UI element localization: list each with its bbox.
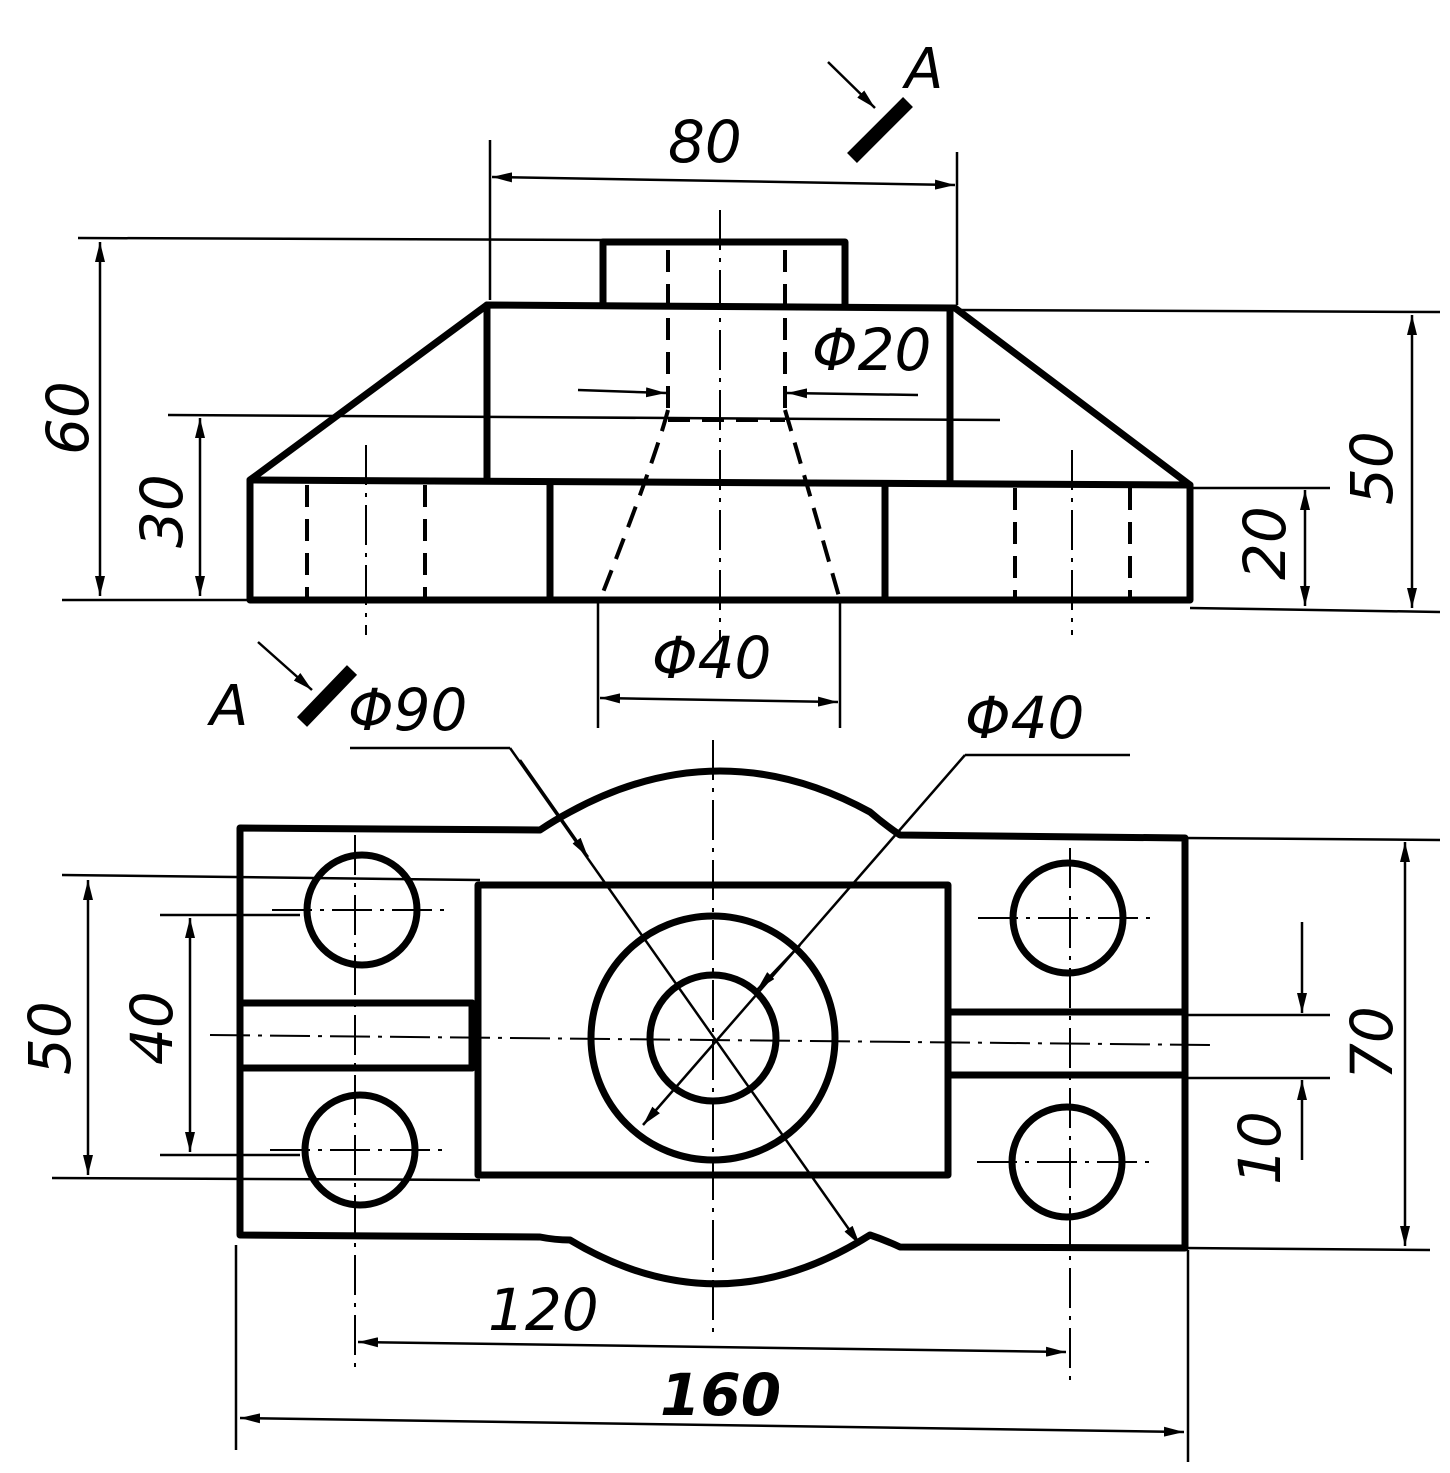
dim-line-phi20-right xyxy=(786,388,919,399)
dim-30: 30 xyxy=(128,474,196,548)
dim-line-phi20-left xyxy=(577,387,667,398)
dim-phi90: Φ90 xyxy=(348,676,467,744)
dim-phi40-top: Φ40 xyxy=(965,684,1084,752)
hidden-cone-left xyxy=(598,409,670,601)
dim-60: 60 xyxy=(34,381,102,455)
leader-phi90-arrow xyxy=(518,759,590,858)
section-arrow-lower xyxy=(257,641,313,691)
dim-50-front: 50 xyxy=(1338,431,1406,505)
top-cylinder xyxy=(599,238,849,309)
dim-80: 80 xyxy=(668,108,742,176)
hidden-cone-right xyxy=(783,409,842,601)
dimension-labels: 80 60 30 50 20 Φ20 Φ40 Φ90 Φ40 50 40 70 … xyxy=(16,37,1406,1429)
top-view xyxy=(51,641,1441,1462)
ext-30-top xyxy=(167,413,1001,422)
dim-120: 120 xyxy=(488,1276,599,1344)
section-label-lower: A xyxy=(207,674,248,739)
ext-70-upper xyxy=(1184,836,1441,842)
top-horizontal-axis xyxy=(209,1034,1211,1046)
dim-line-80 xyxy=(491,172,956,190)
ext-top xyxy=(77,236,604,242)
dim-line-120 xyxy=(357,1337,1067,1357)
dim-line-160 xyxy=(239,1413,1185,1437)
front-view xyxy=(62,61,1441,728)
dim-160: 160 xyxy=(660,1361,781,1429)
section-cut-upper xyxy=(847,97,913,163)
ext-50-top-upper xyxy=(61,873,481,882)
ext-70-lower xyxy=(1184,1246,1431,1252)
top-view-outline xyxy=(236,767,1189,1288)
section-cut-lower xyxy=(296,665,358,727)
dim-10: 10 xyxy=(1226,1111,1294,1185)
dim-line-phi40-front xyxy=(599,693,839,707)
ext-50-top-lower xyxy=(51,1176,481,1182)
dim-70: 70 xyxy=(1338,1006,1406,1080)
dim-50-top: 50 xyxy=(16,1001,84,1075)
dim-phi20: Φ20 xyxy=(812,316,931,384)
dim-20: 20 xyxy=(1231,506,1299,580)
section-arrow-upper xyxy=(827,61,876,109)
dim-phi40-front: Φ40 xyxy=(652,624,771,692)
section-label-upper: A xyxy=(902,37,943,102)
dim-40: 40 xyxy=(118,991,186,1065)
ext-bottom-right xyxy=(1189,606,1441,614)
leader-phi40 xyxy=(642,754,966,1126)
ext-50-top xyxy=(954,308,1441,314)
leader-phi40-arrow xyxy=(756,944,801,991)
